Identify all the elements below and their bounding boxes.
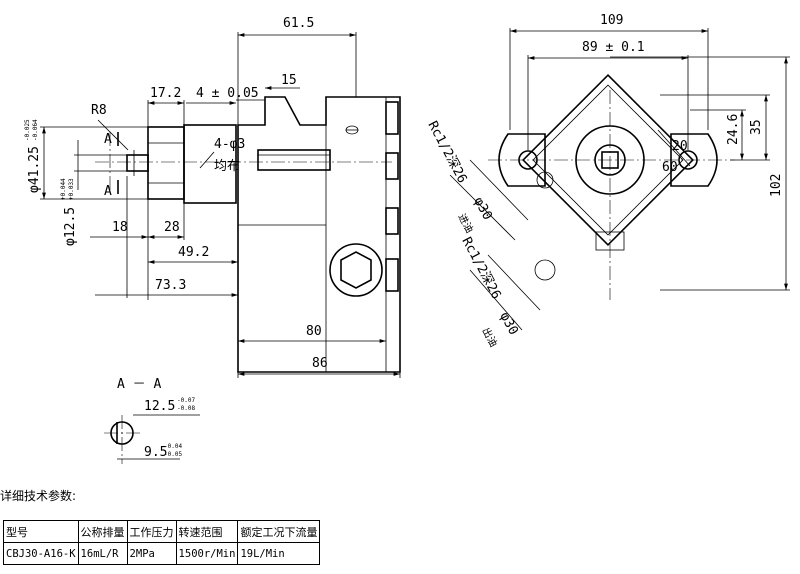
bolt-head bbox=[385, 152, 399, 180]
spec-heading: 详细技术参数: bbox=[0, 489, 77, 503]
side-view-dimensions: 109 89 ± 0.1 35 24.6 102 20 60 bbox=[424, 13, 790, 349]
dim-20: 20 bbox=[672, 139, 688, 154]
spec-header-row: 型号 公称排量 工作压力 转速范围 额定工况下流量 bbox=[3, 520, 321, 543]
col-pressure: 工作压力 bbox=[126, 520, 177, 543]
cell-displacement: 16mL/R bbox=[77, 542, 128, 565]
port-hex bbox=[329, 243, 383, 297]
spec-table: 型号 公称排量 工作压力 转速范围 额定工况下流量 CBJ30-A16-K 16… bbox=[3, 520, 321, 565]
dim-86: 86 bbox=[312, 356, 328, 371]
shaft-end bbox=[126, 154, 149, 172]
bolt-head bbox=[385, 101, 399, 135]
mounting-flange bbox=[147, 126, 185, 200]
dim-15: 15 bbox=[281, 73, 297, 88]
spec-data-row: CBJ30-A16-K 16mL/R 2MPa 1500r/Min 19L/Mi… bbox=[3, 542, 321, 565]
dim-24-6: 24.6 bbox=[726, 114, 741, 145]
port-dia-2: φ30 bbox=[496, 310, 520, 338]
port-dia-1: φ30 bbox=[470, 195, 494, 223]
dim-phi-12-5-tol-lower: +0.033 bbox=[68, 178, 75, 200]
col-displacement: 公称排量 bbox=[77, 520, 128, 543]
flange-lobe-right bbox=[670, 133, 718, 187]
bolt-head bbox=[385, 258, 399, 292]
shaft bbox=[257, 149, 331, 171]
label-holes: 4-φ3 bbox=[214, 137, 245, 152]
front-view-dimensions: 61.5 17.2 4 ± 0.05 15 R8 A A 4-φ3 均布 φ41… bbox=[24, 16, 401, 378]
dim-49-2: 49.2 bbox=[178, 245, 209, 260]
dim-80: 80 bbox=[306, 324, 322, 339]
dim-phi-12-5-tol-upper: +0.044 bbox=[60, 178, 67, 200]
dim-102: 102 bbox=[769, 174, 784, 197]
pump-body-outline bbox=[237, 96, 401, 373]
dim-73-3: 73.3 bbox=[155, 278, 186, 293]
col-speed-range: 转速范围 bbox=[175, 520, 239, 543]
port-label-2: 出油 bbox=[479, 325, 500, 349]
side-view bbox=[488, 74, 735, 300]
front-view bbox=[95, 96, 401, 373]
label-holes-note: 均布 bbox=[214, 159, 240, 174]
dim-phi-41-25: φ41.25 bbox=[27, 146, 42, 193]
section-view: A － A 12.5 -0.07 -0.08 9.5 -0.04 -0.05 bbox=[104, 377, 200, 464]
cell-pressure: 2MPa bbox=[126, 542, 177, 565]
section-dim-12-5-tol-lower: -0.08 bbox=[177, 405, 195, 412]
section-title: A － A bbox=[117, 377, 161, 392]
section-dim-9-5-tol-upper: -0.04 bbox=[164, 443, 182, 450]
cell-rated-flow: 19L/Min bbox=[237, 542, 321, 565]
section-marker-a-bottom: A bbox=[104, 184, 112, 199]
dim-28: 28 bbox=[164, 220, 180, 235]
dim-109: 109 bbox=[600, 13, 623, 28]
label-r8: R8 bbox=[91, 103, 107, 118]
dim-phi-41-25-tol-lower: -0.064 bbox=[32, 119, 39, 141]
dim-17-2: 17.2 bbox=[150, 86, 181, 101]
col-model: 型号 bbox=[3, 520, 79, 543]
section-dim-9-5: 9.5 bbox=[144, 445, 167, 460]
section-dim-12-5: 12.5 bbox=[144, 399, 175, 414]
bolt-head bbox=[385, 207, 399, 235]
section-marker-a-top: A bbox=[104, 132, 112, 147]
dim-18: 18 bbox=[112, 220, 128, 235]
col-rated-flow: 额定工况下流量 bbox=[237, 520, 321, 543]
port-thread-2: Rc1/2深26 bbox=[458, 235, 503, 302]
dim-35: 35 bbox=[749, 119, 764, 135]
flange-pilot bbox=[183, 124, 237, 204]
section-dim-9-5-tol-lower: -0.05 bbox=[164, 451, 182, 458]
dim-phi-41-25-tol-upper: -0.025 bbox=[24, 119, 31, 141]
dim-89-tol: 89 ± 0.1 bbox=[582, 40, 645, 55]
port-thread-1: Rc1/2深26 bbox=[424, 119, 469, 186]
dim-phi-12-5: φ12.5 bbox=[63, 207, 78, 246]
pump-end-cover bbox=[522, 74, 694, 246]
dim-61-5: 61.5 bbox=[283, 16, 314, 31]
port-top bbox=[536, 171, 554, 189]
port-bottom bbox=[534, 259, 556, 281]
section-dim-12-5-tol-upper: -0.07 bbox=[177, 397, 195, 404]
cell-model: CBJ30-A16-K bbox=[3, 542, 79, 565]
port-label-1: 进油 bbox=[455, 211, 476, 235]
dim-4-tol: 4 ± 0.05 bbox=[196, 86, 259, 101]
flange-lobe-left bbox=[498, 133, 546, 187]
cell-speed-range: 1500r/Min bbox=[175, 542, 239, 565]
dim-60: 60 bbox=[662, 160, 678, 175]
